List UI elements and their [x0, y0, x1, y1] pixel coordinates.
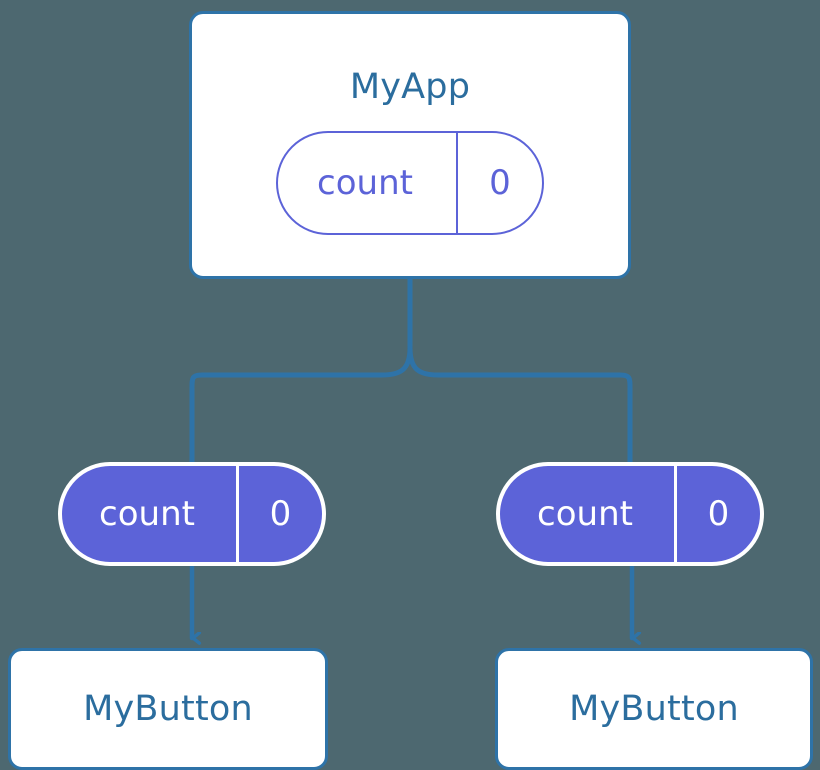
component-title-mybutton-right: MyButton — [569, 688, 739, 729]
state-pill-child-right-value: 0 — [707, 494, 730, 534]
state-pill-child-right[interactable]: count 0 — [496, 462, 764, 566]
component-title-mybutton-left: MyButton — [83, 688, 253, 729]
component-card-mybutton-left[interactable]: MyButton — [8, 648, 328, 770]
state-pill-root-key: count — [278, 133, 458, 233]
component-title-myapp: MyApp — [349, 67, 471, 107]
component-card-myapp[interactable]: MyApp count 0 — [189, 11, 631, 279]
component-card-mybutton-right[interactable]: MyButton — [495, 648, 813, 770]
state-pill-child-right-key: count — [500, 466, 677, 562]
edge-root-trunk — [189, 279, 633, 465]
state-pill-child-left-value: 0 — [269, 494, 292, 534]
state-pill-root[interactable]: count 0 — [276, 131, 544, 235]
state-pill-child-left-key: count — [62, 466, 239, 562]
state-pill-root-value: 0 — [489, 163, 511, 203]
state-pill-child-left[interactable]: count 0 — [58, 462, 326, 566]
